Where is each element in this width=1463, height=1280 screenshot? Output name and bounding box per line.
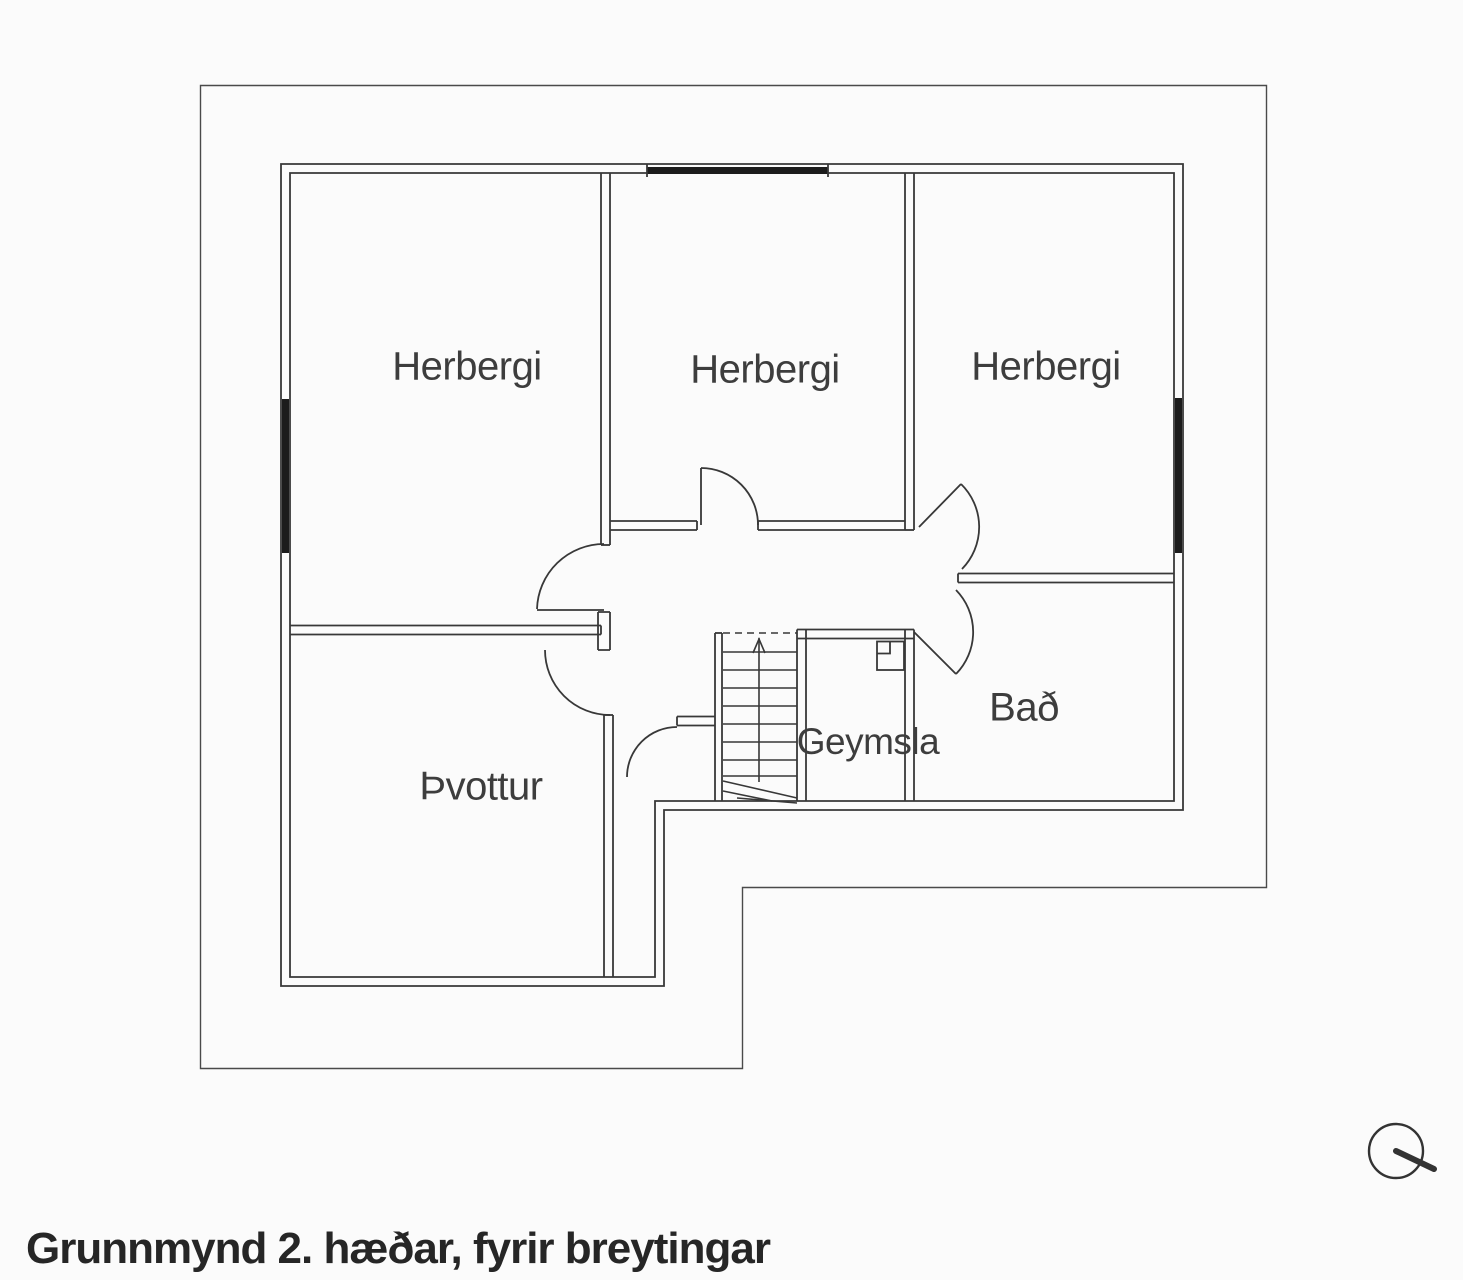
room-label-herbergi-2: Herbergi [690, 347, 840, 392]
room-label-herbergi-1: Herbergi [392, 344, 542, 389]
door-closet [626, 726, 678, 778]
room-label-bad: Bað [989, 685, 1059, 730]
room-label-herbergi-3: Herbergi [971, 344, 1121, 389]
door-bath [913, 589, 974, 675]
door-bedroom-1 [536, 543, 605, 611]
chimney-duct [876, 640, 905, 671]
door-laundry [544, 649, 611, 716]
door-bedroom-2 [700, 467, 759, 526]
room-label-geymsla: Geymsla [796, 720, 940, 762]
doors [536, 467, 981, 778]
staircase [722, 632, 798, 804]
stair-up-arrow-icon [752, 636, 766, 654]
wall-end-caps [598, 521, 959, 726]
exterior-walls [280, 163, 1184, 987]
stair-steps [723, 651, 797, 777]
windows [282, 164, 1182, 553]
stair-winder-steps [722, 780, 798, 804]
door-bedroom-3 [918, 483, 981, 570]
plan-title: Grunnmynd 2. hæðar, fyrir breytingar [26, 1224, 771, 1273]
north-arrow-icon [1367, 1122, 1437, 1180]
site-boundary [199, 84, 1268, 1070]
interior-walls [290, 173, 1174, 977]
room-label-thvottur: Þvottur [419, 764, 543, 809]
